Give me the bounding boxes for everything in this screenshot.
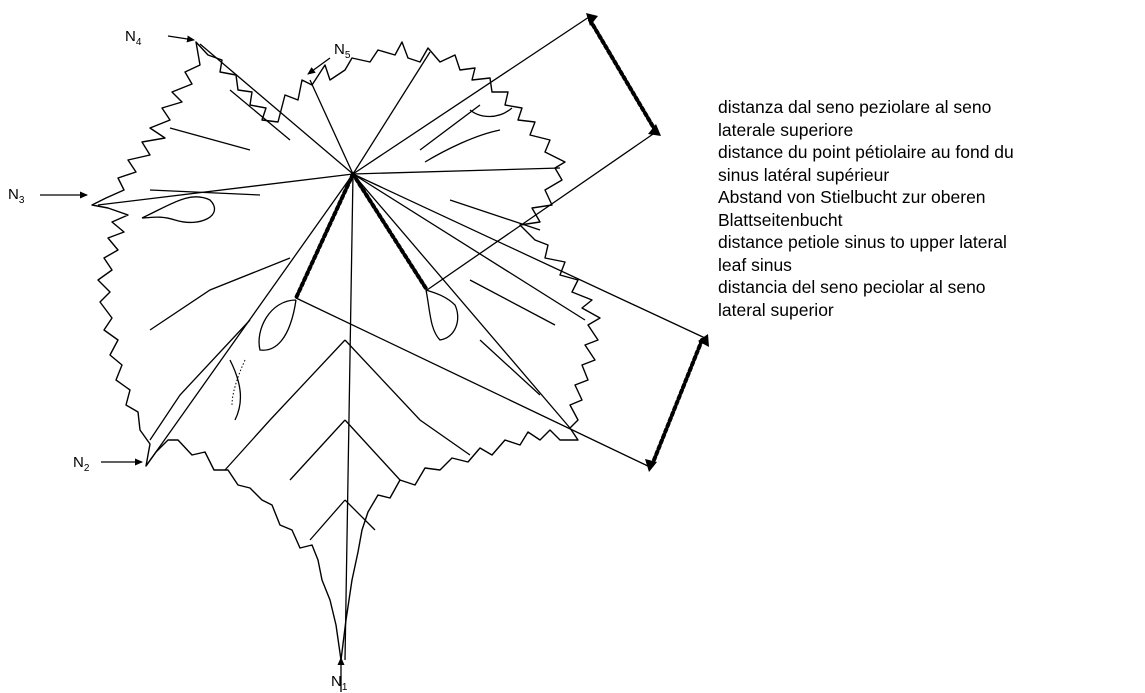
caption-line-fr-1: distance du point pétiolaire au fond du: [718, 142, 1014, 162]
caption-line-de-2: Blattseitenbucht: [718, 209, 843, 230]
caption-line-de-1: Abstand von Stielbucht zur oberen: [718, 187, 986, 207]
caption-line-es-2: lateral superior: [718, 299, 834, 320]
measurement-dotted-lines: [294, 172, 429, 300]
leaf-veins: [97, 43, 586, 661]
node-label-n2: N2: [73, 454, 90, 474]
node-label-n1: N1: [331, 673, 348, 693]
sinus-dotted-edge: [231, 359, 246, 406]
n4-arrow: [167, 35, 195, 43]
leaf-outline: [91, 41, 601, 661]
caption-line-it-1: distanza dal seno peziolare al seno: [718, 97, 992, 117]
measurement-caption: distanza dal seno peziolare al seno late…: [718, 96, 1138, 321]
caption-line-en-1: distance petiole sinus to upper lateral: [718, 232, 1007, 252]
n5-arrow: [307, 57, 331, 75]
distance-double-arrows: [588, 18, 704, 467]
caption-line-fr-2: sinus latéral supérieur: [718, 164, 890, 185]
node-label-n3: N3: [8, 186, 25, 206]
caption-line-it-2: laterale superiore: [718, 119, 854, 140]
caption-line-en-2: leaf sinus: [718, 254, 792, 275]
node-label-n5: N5: [334, 41, 351, 61]
distance-arrowheads: [586, 13, 709, 472]
caption-line-es-1: distancia del seno peciolar al seno: [718, 277, 986, 297]
node-arrows: [40, 35, 345, 692]
projection-lines: [295, 14, 706, 469]
node-label-n4: N4: [125, 28, 142, 48]
